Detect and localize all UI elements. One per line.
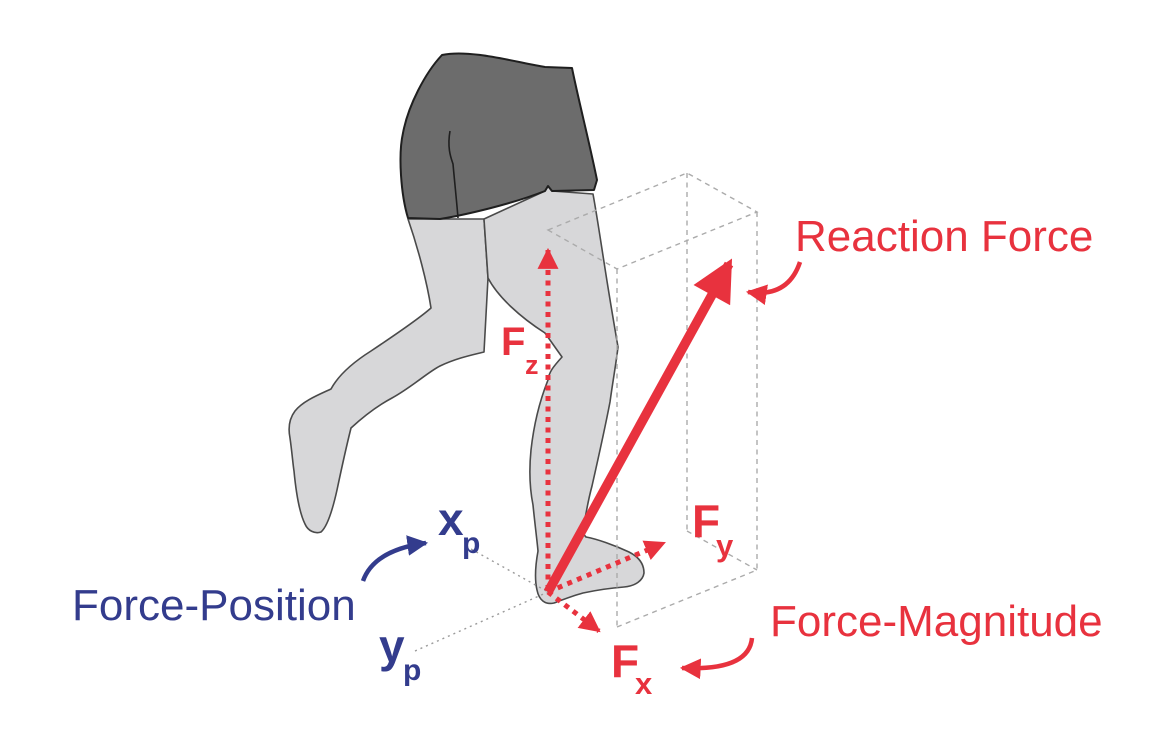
box-bottom-edge-front [616, 569, 758, 628]
force-position-pointer-arrow [360, 535, 429, 582]
reaction-force-label: Reaction Force [795, 212, 1093, 261]
xp-axis-line [470, 548, 549, 593]
fx-component-arrow [546, 590, 601, 633]
fy-label: F [692, 495, 720, 547]
yp-axis-line [414, 591, 549, 652]
reaction-force-pointer-arrow [745, 261, 803, 305]
xp-axis-label: x [438, 493, 464, 545]
fx-subscript: x [635, 666, 653, 701]
fz-label: F [501, 320, 525, 364]
xp-axis-subscript: p [462, 527, 480, 560]
force-magnitude-pointer-arrow [679, 637, 755, 680]
shorts-seam-line [448, 130, 459, 219]
fy-subscript: y [716, 528, 734, 563]
force-magnitude-label: Force-Magnitude [770, 597, 1103, 646]
shorts [399, 52, 598, 220]
stance-leg [483, 185, 645, 605]
fz-subscript: z [525, 350, 539, 380]
box-bottom-edge-back [686, 530, 758, 571]
swing-leg [288, 218, 489, 534]
yp-axis-subscript: p [403, 654, 421, 687]
reaction-force-arrow [543, 258, 734, 595]
force-plate-box [546, 172, 759, 628]
force-position-label: Force-Position [72, 581, 356, 630]
fx-label: F [611, 635, 639, 687]
yp-axis-label: y [379, 620, 405, 672]
